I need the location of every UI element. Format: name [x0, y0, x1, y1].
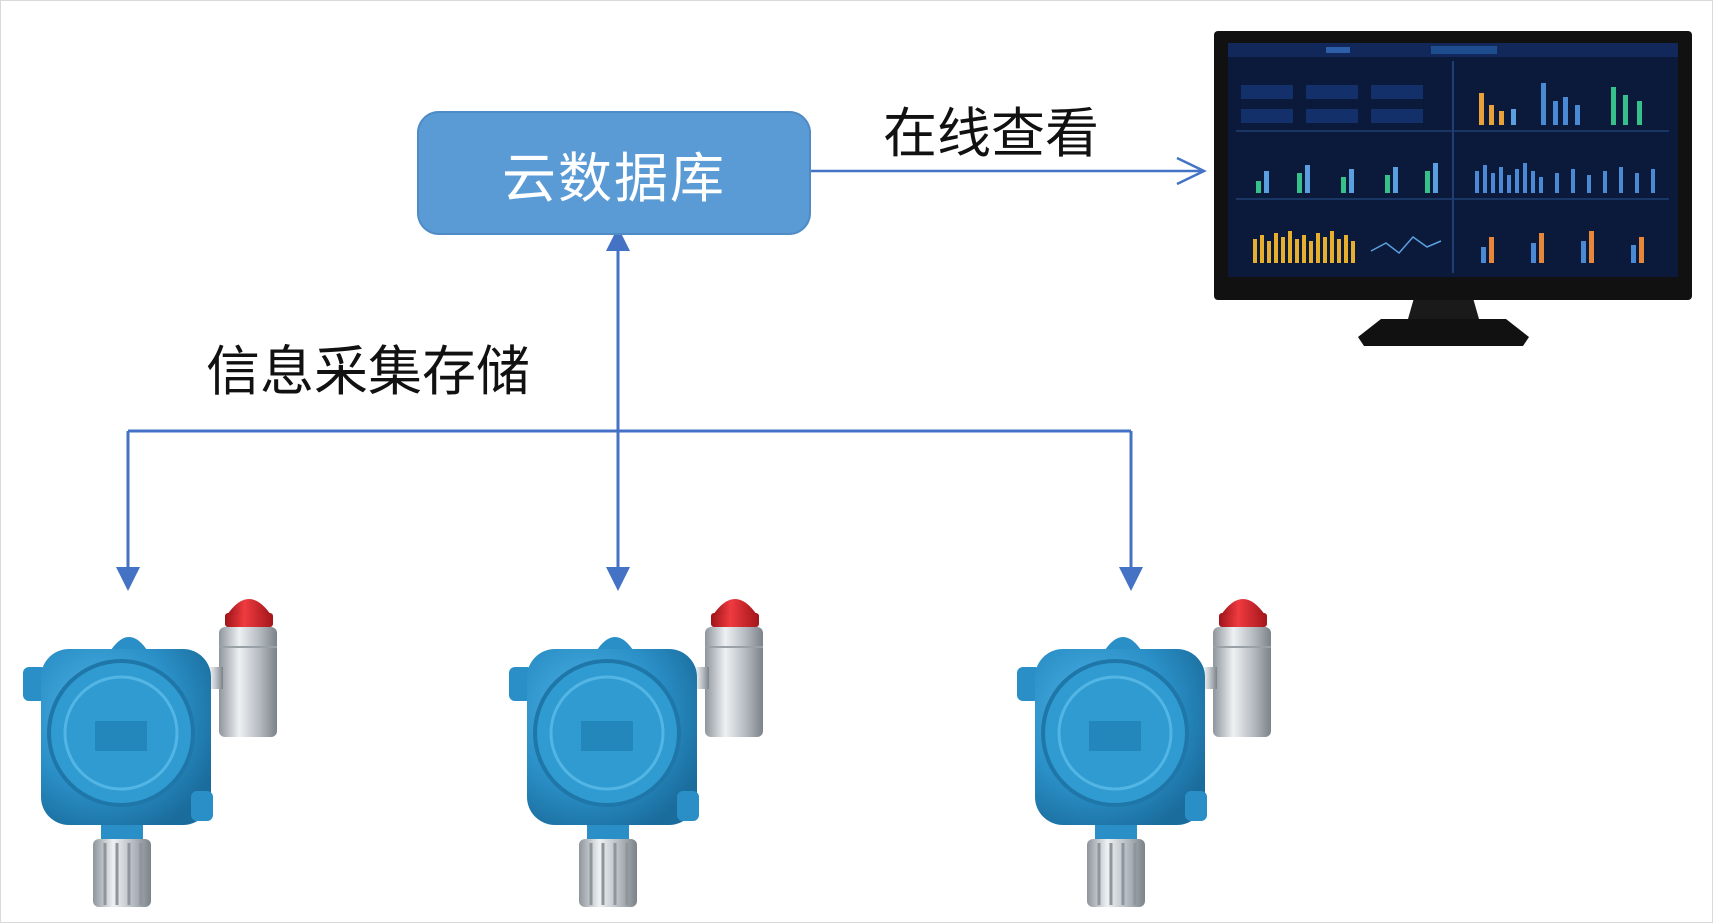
gas-detector-2	[509, 599, 763, 907]
gas-detector-3	[1017, 599, 1271, 907]
gas-detector-1	[23, 599, 277, 907]
